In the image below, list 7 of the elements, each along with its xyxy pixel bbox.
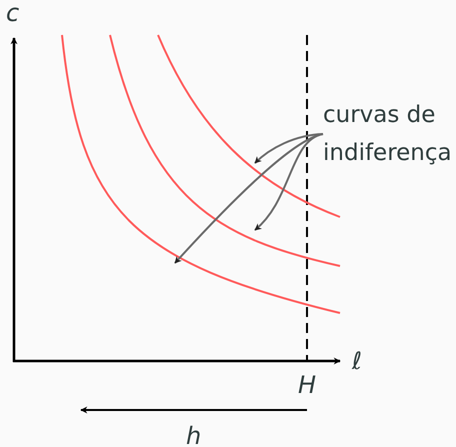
curve-label: curvas de indiferença	[323, 96, 453, 172]
axis-label: H	[298, 372, 316, 398]
leader-line	[254, 133, 324, 164]
axis-label: c	[6, 0, 20, 26]
axis-label: ℓ	[352, 348, 362, 374]
leader-line	[174, 133, 324, 264]
arrow-label: h	[186, 423, 202, 447]
